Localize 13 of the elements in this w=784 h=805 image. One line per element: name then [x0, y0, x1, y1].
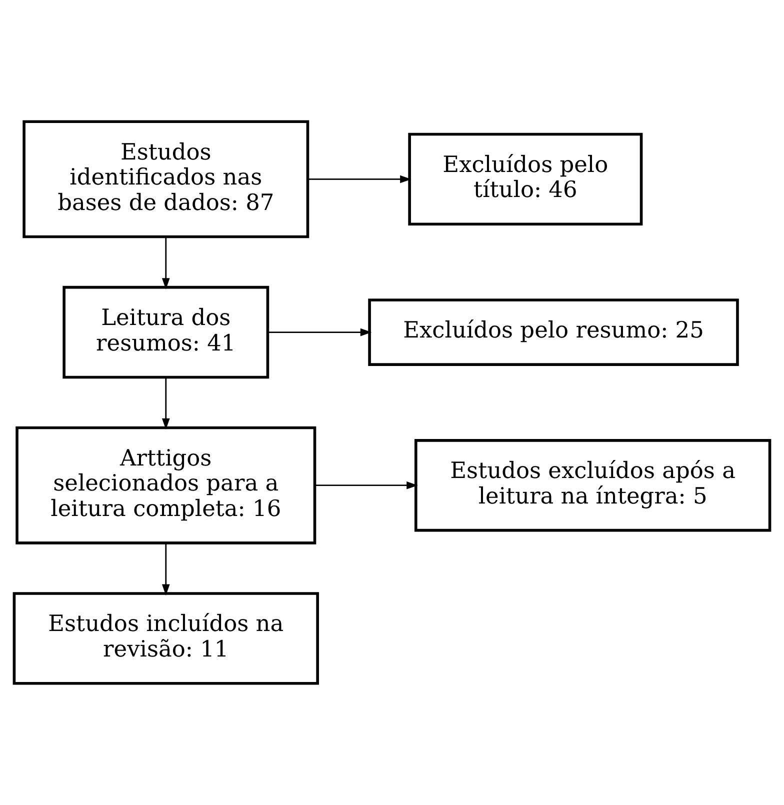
node-box: Leitura dos resumos: 41: [62, 286, 270, 379]
arrow: [162, 237, 170, 290]
arrow: [162, 543, 170, 596]
node-box: Estudos incluídos na revisão: 11: [12, 592, 319, 685]
node-box: Excluídos pelo resumo: 25: [368, 298, 739, 366]
arrow: [315, 481, 418, 490]
node-box: Estudos excluídos após a leitura na íntegra: 5: [414, 439, 772, 532]
node-box: Excluídos pelo título: 46: [408, 132, 643, 226]
node-box: Arttigos selecionados para a leitura completa: 16: [16, 426, 316, 544]
arrow: [162, 377, 170, 430]
arrow: [308, 175, 412, 184]
node-box: Estudos identificados nas bases de dados: 87: [22, 120, 310, 238]
arrow: [268, 328, 372, 336]
